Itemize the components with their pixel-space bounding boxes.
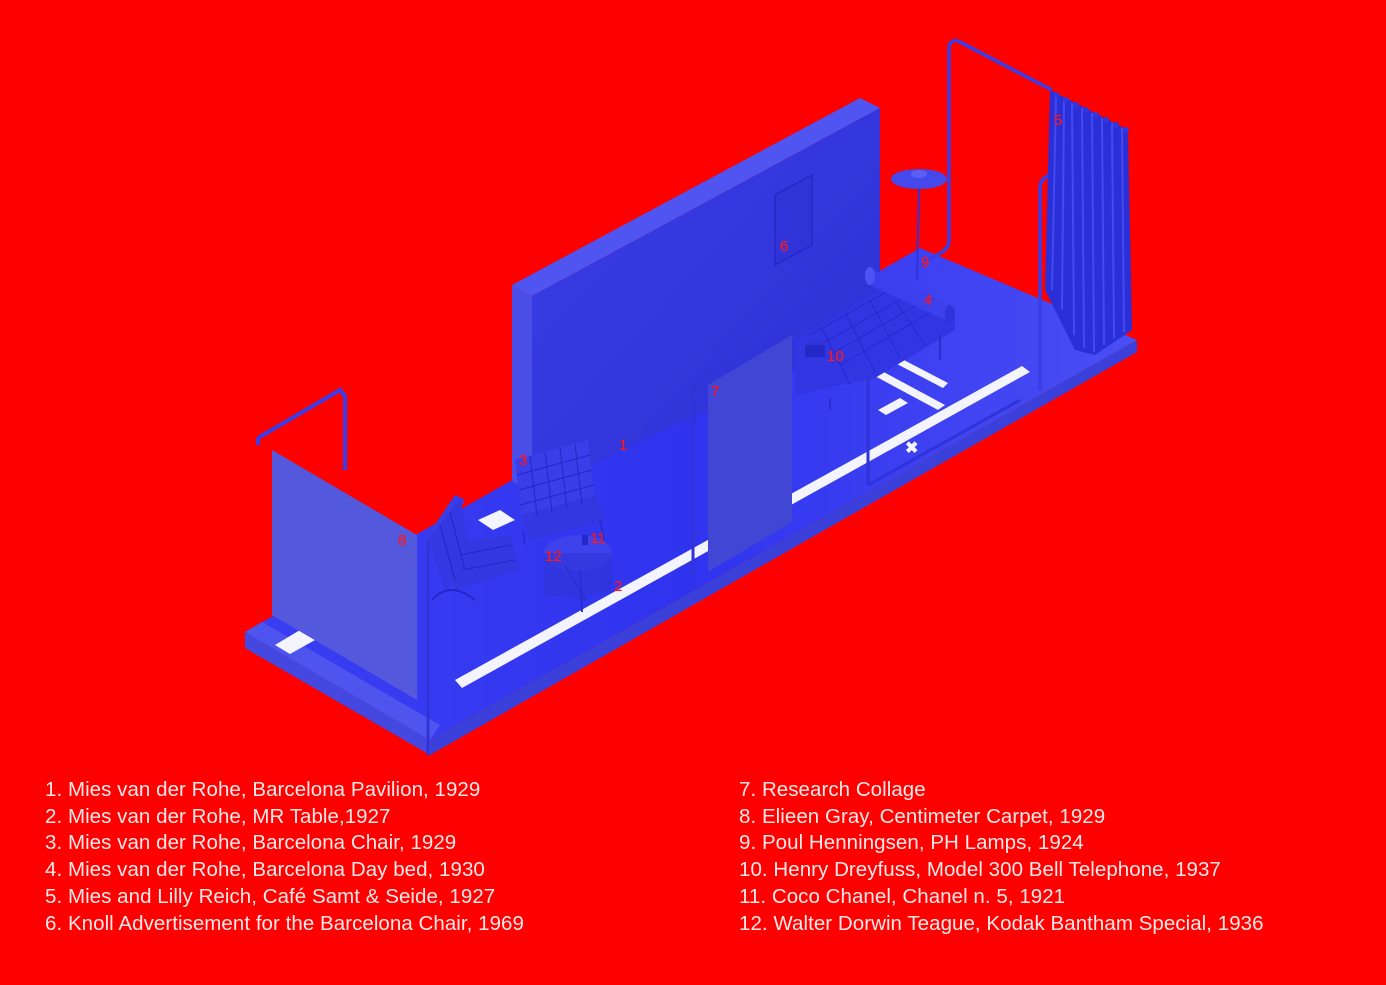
marker-6: 6 (780, 238, 789, 255)
legend-item-11: 11. Coco Chanel, Chanel n. 5, 1921 (739, 884, 1066, 908)
marker-2: 2 (614, 578, 623, 595)
barcelona-chair-front (428, 495, 520, 601)
legend-item-2: 2. Mies van der Rohe, MR Table,1927 (45, 804, 391, 828)
marker-4: 4 (924, 292, 933, 309)
legend-item-4: 4. Mies van der Rohe, Barcelona Day bed,… (45, 858, 485, 882)
marker-12: 12 (545, 548, 562, 565)
legend-item-9: 9. Poul Henningsen, PH Lamps, 1924 (739, 831, 1084, 855)
marker-5: 5 (1054, 112, 1063, 129)
isometric-room-illustration: ✖ (245, 38, 1137, 755)
legend-item-10: 10. Henry Dreyfuss, Model 300 Bell Telep… (739, 858, 1221, 882)
legend-left-column: 1. Mies van der Rohe, Barcelona Pavilion… (45, 777, 524, 937)
pavilion-wall (512, 98, 880, 492)
svg-text:✖: ✖ (905, 440, 918, 457)
day-bed (795, 267, 955, 410)
chanel-bottle (582, 535, 588, 545)
room-model-drawing: ✖ (245, 38, 1137, 755)
marker-9: 9 (921, 254, 930, 271)
collage-panel (691, 292, 1021, 575)
marker-1: 1 (619, 437, 628, 454)
marker-11: 11 (590, 530, 606, 547)
telephone (805, 340, 825, 357)
legend-right-column: 7. Research Collage 8. Elieen Gray, Cent… (739, 777, 1264, 937)
marker-10: 10 (827, 348, 844, 365)
curtain (1045, 90, 1132, 355)
legend-item-6: 6. Knoll Advertisement for the Barcelona… (45, 911, 524, 935)
legend-item-7: 7. Research Collage (739, 778, 926, 801)
ph-lamp (891, 169, 947, 281)
marker-3: 3 (519, 452, 528, 469)
marker-8: 8 (398, 532, 407, 549)
marker-7: 7 (711, 383, 720, 400)
barcelona-chair-back (515, 440, 605, 546)
left-partition (256, 387, 430, 755)
legend-item-8: 8. Elieen Gray, Centimeter Carpet, 1929 (739, 804, 1106, 828)
legend-item-12: 12. Walter Dorwin Teague, Kodak Bantham … (739, 911, 1264, 935)
legend-item-5: 5. Mies and Lilly Reich, Café Samt & Sei… (45, 884, 496, 908)
mr-table (544, 535, 612, 613)
legend-item-3: 3. Mies van der Rohe, Barcelona Chair, 1… (45, 831, 457, 855)
legend-item-1: 1. Mies van der Rohe, Barcelona Pavilion… (45, 778, 481, 801)
